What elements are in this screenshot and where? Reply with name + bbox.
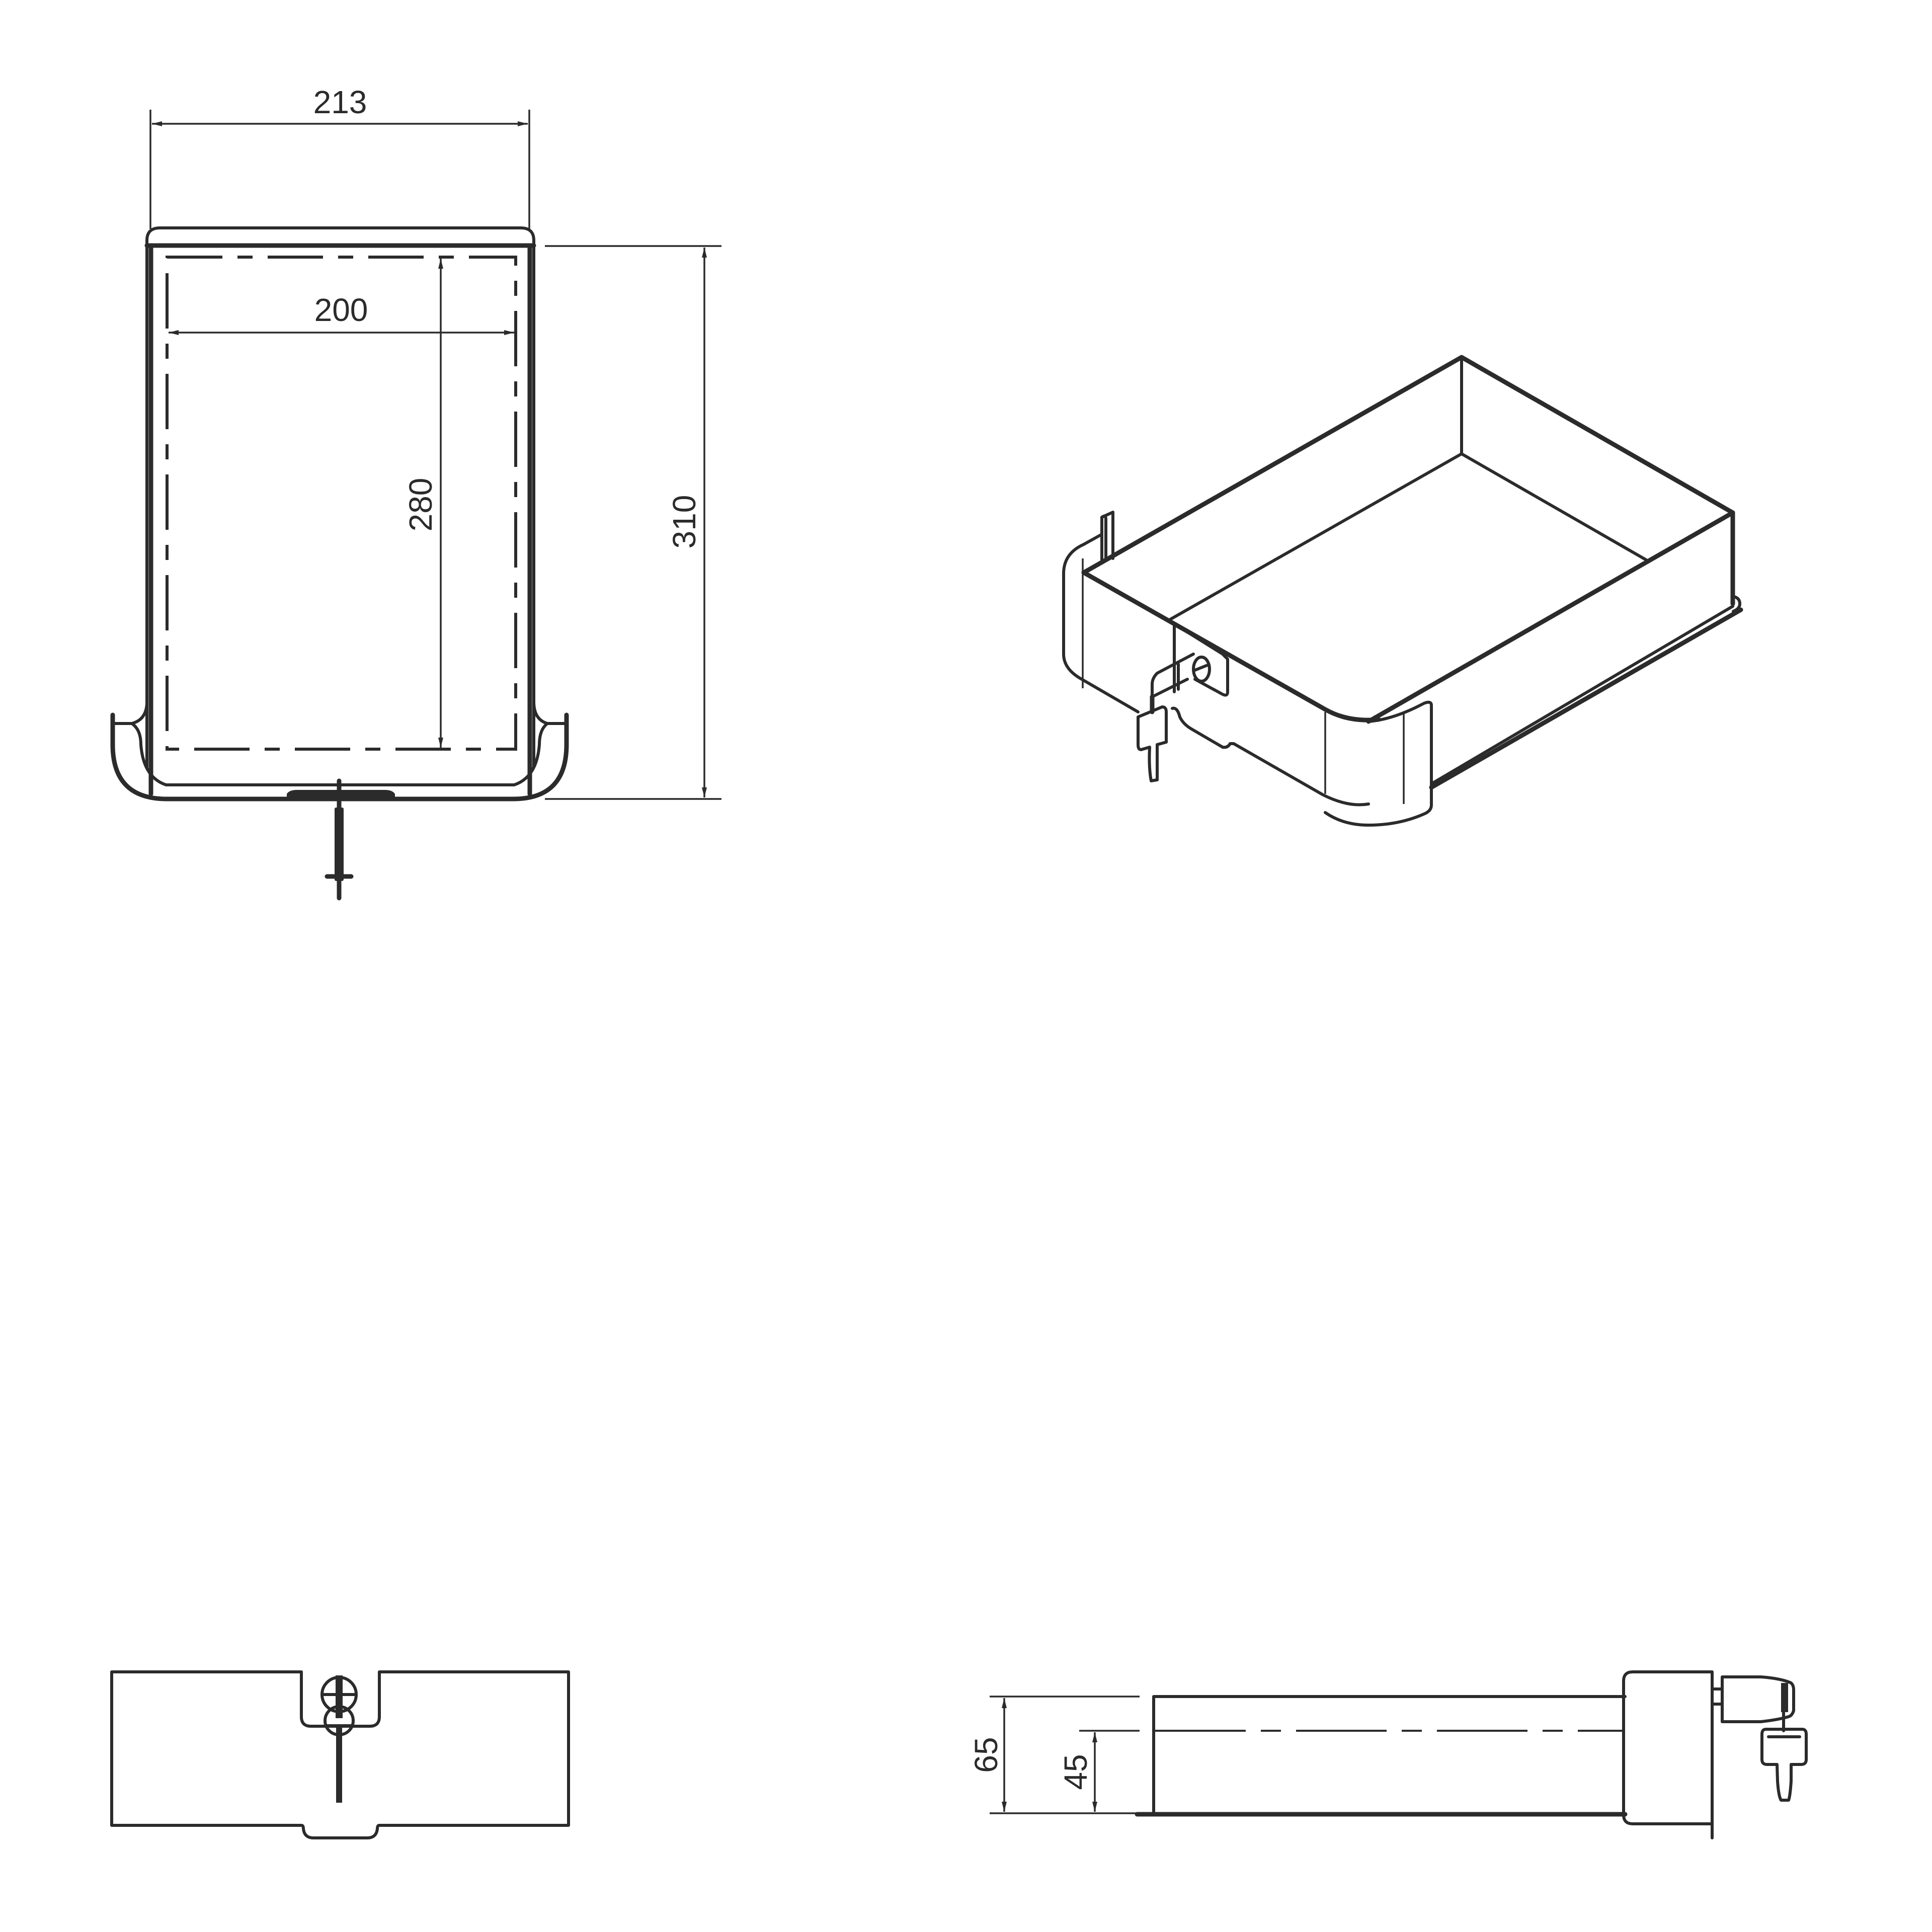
dimension-65: 65 <box>968 1696 1140 1814</box>
lock-icon <box>1151 622 1229 698</box>
dimension-label-213: 213 <box>313 84 367 120</box>
key-icon <box>1760 1709 1808 1802</box>
lock-icon <box>1711 1675 1795 1723</box>
key-icon <box>325 778 354 901</box>
inner-compartment-outline <box>166 256 517 751</box>
dimension-label-65: 65 <box>968 1737 1004 1773</box>
dimension-label-310: 310 <box>666 495 702 549</box>
dimension-213: 213 <box>149 84 530 229</box>
dimension-label-280: 280 <box>403 478 439 532</box>
dimension-label-200: 200 <box>314 292 368 328</box>
dimension-label-45: 45 <box>1058 1754 1094 1790</box>
dimension-310: 310 <box>545 245 721 800</box>
dimension-280: 280 <box>403 259 443 748</box>
key-icon <box>1137 694 1168 782</box>
lock-icon <box>320 1675 358 1803</box>
top-view: 213 200 280 <box>110 84 721 901</box>
isometric-view <box>1062 355 1743 827</box>
drawer-outline-side <box>1135 1670 1714 1839</box>
dimension-45: 45 <box>1058 1730 1140 1812</box>
dimension-200: 200 <box>169 292 514 335</box>
front-view <box>110 1670 570 1839</box>
side-view: 65 45 <box>968 1670 1808 1839</box>
